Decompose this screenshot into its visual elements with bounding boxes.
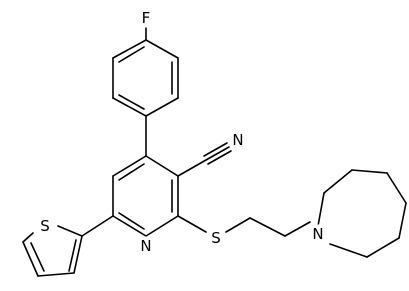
bonds: [22, 27, 407, 277]
atom-nitrile-nitrogen: N: [232, 131, 243, 149]
bond-azepane-3: [351, 169, 388, 174]
bond-phenyl-4-inner: [118, 94, 145, 110]
bond-azepane-4: [386, 172, 407, 204]
bond-pyridine-thiophene: [81, 215, 114, 237]
bond-phenyl-3: [145, 97, 179, 117]
atom-azepane-nitrogen: N: [312, 225, 323, 243]
bond-ch2-n: [284, 221, 311, 237]
atom-label-background: [38, 216, 52, 236]
bond-phenyl-1: [145, 39, 179, 59]
bond-thiophene-4: [22, 232, 34, 243]
bond-cn-triple-1: [205, 146, 230, 161]
bond-c-s: [177, 215, 207, 233]
atom-pyridine-nitrogen: N: [140, 237, 151, 255]
atom-label-background: [138, 236, 154, 256]
bond-pyridine-3: [145, 215, 179, 237]
bond-phenyl-4: [112, 97, 147, 117]
bond-thiophene-2: [37, 272, 75, 277]
bond-phenyl-6-inner: [118, 46, 145, 63]
atom-thioether-sulfur: S: [211, 229, 221, 247]
bond-pyridine-6-inner: [118, 163, 145, 181]
bond-pyridine-1: [145, 155, 179, 177]
atom-labels: F N S N S N: [38, 8, 326, 256]
atom-label-background: [230, 130, 246, 150]
bond-thiophene-1-inner: [68, 239, 77, 272]
bond-pyridine-6: [112, 155, 147, 177]
bond-azepane-5: [398, 202, 407, 239]
bond-cn-triple-3: [207, 150, 232, 165]
bond-c-cn: [177, 159, 207, 177]
atom-label-background: [140, 8, 152, 28]
bond-phenyl-6: [112, 39, 147, 59]
bond-azepane-1: [317, 192, 325, 227]
bond-azepane-7: [329, 243, 368, 258]
bond-pyridine-4-inner: [118, 212, 145, 230]
bond-azepane-6: [366, 237, 400, 258]
bond-thiophene-3: [22, 241, 39, 277]
bond-azepane-2: [323, 169, 353, 194]
atom-label-background: [310, 224, 326, 244]
bond-s-ch2: [225, 217, 251, 233]
bond-ch2-ch2: [249, 217, 286, 237]
bond-pyridine-4: [112, 215, 147, 237]
bond-thiophene-1: [73, 235, 83, 274]
bond-thiophene-5: [57, 225, 83, 237]
bond-cn-triple-2: [203, 142, 228, 157]
bond-thiophene-3-inner: [30, 242, 45, 272]
atom-thiophene-sulfur: S: [40, 217, 50, 235]
atom-label-background: [209, 228, 223, 248]
atom-fluorine: F: [142, 9, 151, 27]
